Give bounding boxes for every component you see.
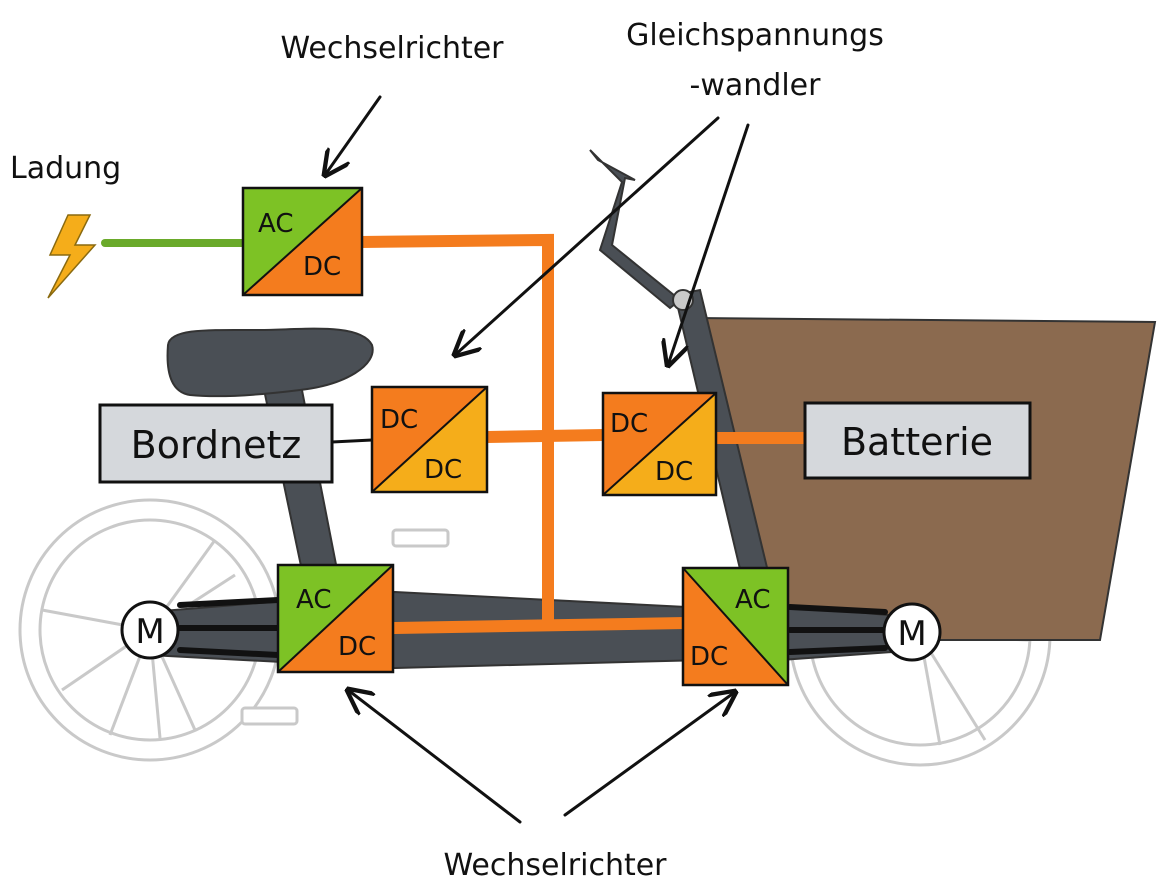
- rear-inverter-top-label: AC: [296, 585, 331, 615]
- dcdc-right-converter: DC DC: [601, 391, 718, 497]
- pedal-top: [391, 528, 450, 548]
- inverter-top-label: Wechselrichter: [280, 31, 504, 66]
- rear-motor: M: [120, 600, 180, 660]
- battery-label: Batterie: [841, 420, 993, 464]
- front-motor: M: [882, 602, 942, 662]
- dcdc-left-top-label: DC: [380, 405, 418, 435]
- rear-inverter: AC DC: [276, 563, 395, 674]
- inverter-bottom-label: Wechselrichter: [443, 848, 667, 883]
- front-inverter-top-label: AC: [735, 585, 770, 615]
- dc-converter-label-line2: -wandler: [690, 68, 822, 103]
- front-motor-label: M: [897, 614, 926, 654]
- bordnetz-box: Bordnetz: [98, 403, 334, 484]
- charger-bottom-label: DC: [303, 252, 341, 282]
- dcdc-right-top-label: DC: [610, 409, 648, 439]
- lightning-bolt-icon: [47, 214, 97, 299]
- front-inverter: AC DC: [681, 566, 790, 687]
- dc-converter-label-line1: Gleichspannungs: [626, 18, 884, 53]
- dcdc-left-converter: DC DC: [370, 385, 489, 494]
- dcdc-right-bottom-label: DC: [655, 457, 693, 487]
- saddle: [166, 327, 374, 398]
- charging-label: Ladung: [10, 151, 121, 186]
- front-inverter-bottom-label: DC: [690, 642, 728, 672]
- charger-top-label: AC: [258, 209, 293, 239]
- front-motor-cables: [787, 604, 888, 655]
- rear-motor-label: M: [135, 612, 164, 652]
- dc-bus: [354, 233, 811, 634]
- rear-inverter-bottom-label: DC: [338, 632, 376, 662]
- bordnetz-cable: [331, 438, 373, 444]
- annotation-arrows: [325, 95, 750, 824]
- battery-box: Batterie: [803, 401, 1032, 480]
- pedal-bottom: [240, 706, 299, 726]
- bordnetz-label: Bordnetz: [131, 423, 302, 467]
- dcdc-left-bottom-label: DC: [424, 455, 462, 485]
- charger-converter: AC DC: [241, 186, 364, 297]
- rear-motor-cables: [177, 597, 281, 658]
